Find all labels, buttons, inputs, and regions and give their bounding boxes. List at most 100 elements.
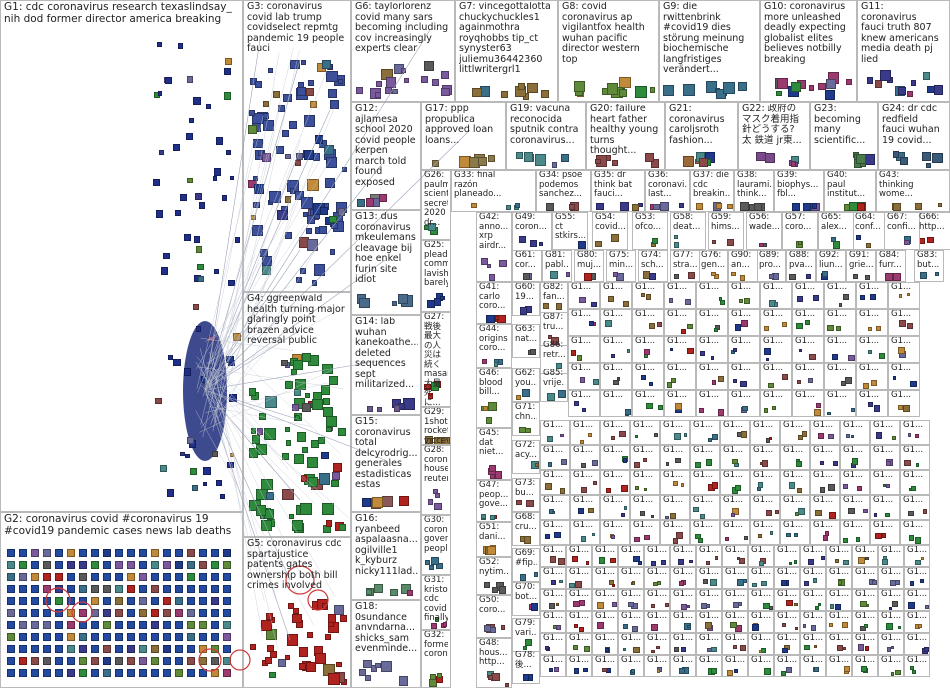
- vertex-node: [598, 557, 606, 564]
- group-small-cell: G1...: [852, 633, 878, 655]
- group-small-cell-label: G1...: [795, 310, 816, 319]
- vertex-node: [693, 506, 700, 513]
- vertex-node: [210, 365, 217, 371]
- vertex-node: [332, 472, 340, 480]
- vertex-node: [255, 81, 262, 88]
- vertex-node: [908, 602, 916, 610]
- group-g92: G92: liun...: [816, 250, 846, 282]
- vertex-node: [477, 157, 487, 167]
- vertex-node: [399, 676, 409, 686]
- vertex-node: [644, 349, 650, 355]
- group-small-cell: G1...: [568, 336, 600, 363]
- vertex-node: [734, 324, 742, 331]
- vertex-node: [786, 600, 793, 607]
- vertex-node: [580, 463, 586, 469]
- group-small-cell: G1...: [600, 495, 630, 520]
- group-small-cell-label: G1...: [573, 471, 594, 480]
- vertex-node: [323, 398, 331, 405]
- vertex-node: [151, 657, 159, 665]
- group-g70-label: G70: bot...: [515, 583, 537, 602]
- vertex-node: [568, 203, 575, 210]
- group-small-cell-label: G1...: [603, 446, 624, 455]
- group-small-cell: G1...: [600, 470, 630, 495]
- vertex-node: [804, 644, 810, 650]
- group-small-cell-label: G1...: [763, 337, 784, 346]
- group-g68: G68: cru...: [512, 512, 540, 546]
- vertex-node: [19, 657, 27, 665]
- vertex-node: [55, 597, 63, 605]
- vertex-node: [326, 416, 337, 427]
- vertex-node: [175, 657, 183, 665]
- vertex-node: [490, 474, 495, 479]
- group-g42-label: G42: anno... xrp airdr...: [479, 213, 509, 251]
- group-g67-label: G67: confi...: [887, 213, 916, 232]
- vertex-node: [247, 125, 257, 135]
- group-g25: G25: pleaded committ... lavish barely...: [421, 240, 451, 312]
- vertex-node: [732, 508, 740, 516]
- vertex-node: [155, 397, 162, 405]
- vertex-node: [226, 150, 231, 156]
- vertex-node: [223, 633, 231, 641]
- vertex-node: [680, 483, 685, 488]
- vertex-node: [79, 573, 87, 581]
- group-g79: G79: vari...: [512, 618, 540, 652]
- vertex-node: [744, 298, 750, 305]
- group-small-cell: G1...: [540, 495, 570, 520]
- vertex-node: [211, 621, 219, 629]
- vertex-node: [758, 560, 764, 566]
- group-small-cell: G1...: [826, 567, 852, 589]
- vertex-node: [223, 669, 231, 677]
- group-small-cell: G1...: [824, 309, 856, 336]
- group-g1-label: G1: cdc coronavirus research texaslindsa…: [4, 2, 232, 25]
- group-g65: G65: alex...: [818, 212, 854, 250]
- vertex-node: [678, 580, 685, 586]
- vertex-node: [223, 68, 231, 76]
- vertex-node: [499, 260, 507, 268]
- vertex-node: [55, 609, 63, 617]
- vertex-node: [812, 295, 820, 302]
- group-small-cell: G1...: [722, 633, 748, 655]
- group-small-cell-label: G1...: [803, 612, 823, 621]
- vertex-node: [550, 579, 557, 586]
- vertex-node: [803, 624, 807, 628]
- vertex-node: [519, 426, 526, 434]
- group-g64-label: G64: conf...: [855, 213, 881, 232]
- group-g18: G18: 0sundance anvndarna... shicks_sam e…: [351, 600, 421, 688]
- vertex-node: [229, 394, 238, 403]
- vertex-node: [899, 320, 906, 327]
- group-g49: G49: coron...: [512, 212, 552, 252]
- vertex-node: [225, 58, 233, 65]
- group-g57-label: G57: coro...: [785, 213, 812, 232]
- vertex-node: [853, 274, 858, 279]
- group-small-cell-label: G1...: [699, 612, 719, 621]
- vertex-node: [298, 662, 307, 671]
- vertex-node: [312, 153, 321, 161]
- vertex-node: [855, 154, 866, 165]
- vertex-node: [734, 485, 741, 492]
- vertex-node: [802, 202, 812, 211]
- group-g58-label: G58: deat...: [673, 213, 701, 232]
- vertex-node: [759, 242, 764, 247]
- vertex-node: [248, 448, 258, 458]
- vertex-node: [320, 385, 330, 395]
- vertex-node: [115, 561, 123, 569]
- group-small-cell-label: G1...: [543, 421, 564, 430]
- vertex-node: [484, 624, 492, 632]
- group-small-cell: G1...: [566, 633, 592, 655]
- vertex-node: [211, 633, 219, 641]
- group-g38-label: G38: laurami... think...: [737, 171, 771, 199]
- group-small-cell: G1...: [856, 390, 888, 417]
- vertex-node: [869, 293, 876, 300]
- vertex-node: [127, 609, 135, 617]
- vertex-node: [375, 92, 381, 98]
- vertex-node: [553, 666, 559, 672]
- vertex-node: [253, 138, 263, 149]
- vertex-node: [301, 446, 309, 454]
- vertex-node: [516, 395, 521, 400]
- group-g75-label: G75: min...: [609, 251, 633, 270]
- group-small-cell: G1...: [568, 363, 600, 390]
- vertex-node: [871, 380, 877, 386]
- vertex-node: [261, 152, 271, 162]
- vertex-node: [895, 669, 901, 676]
- group-small-cell: G1...: [670, 611, 696, 633]
